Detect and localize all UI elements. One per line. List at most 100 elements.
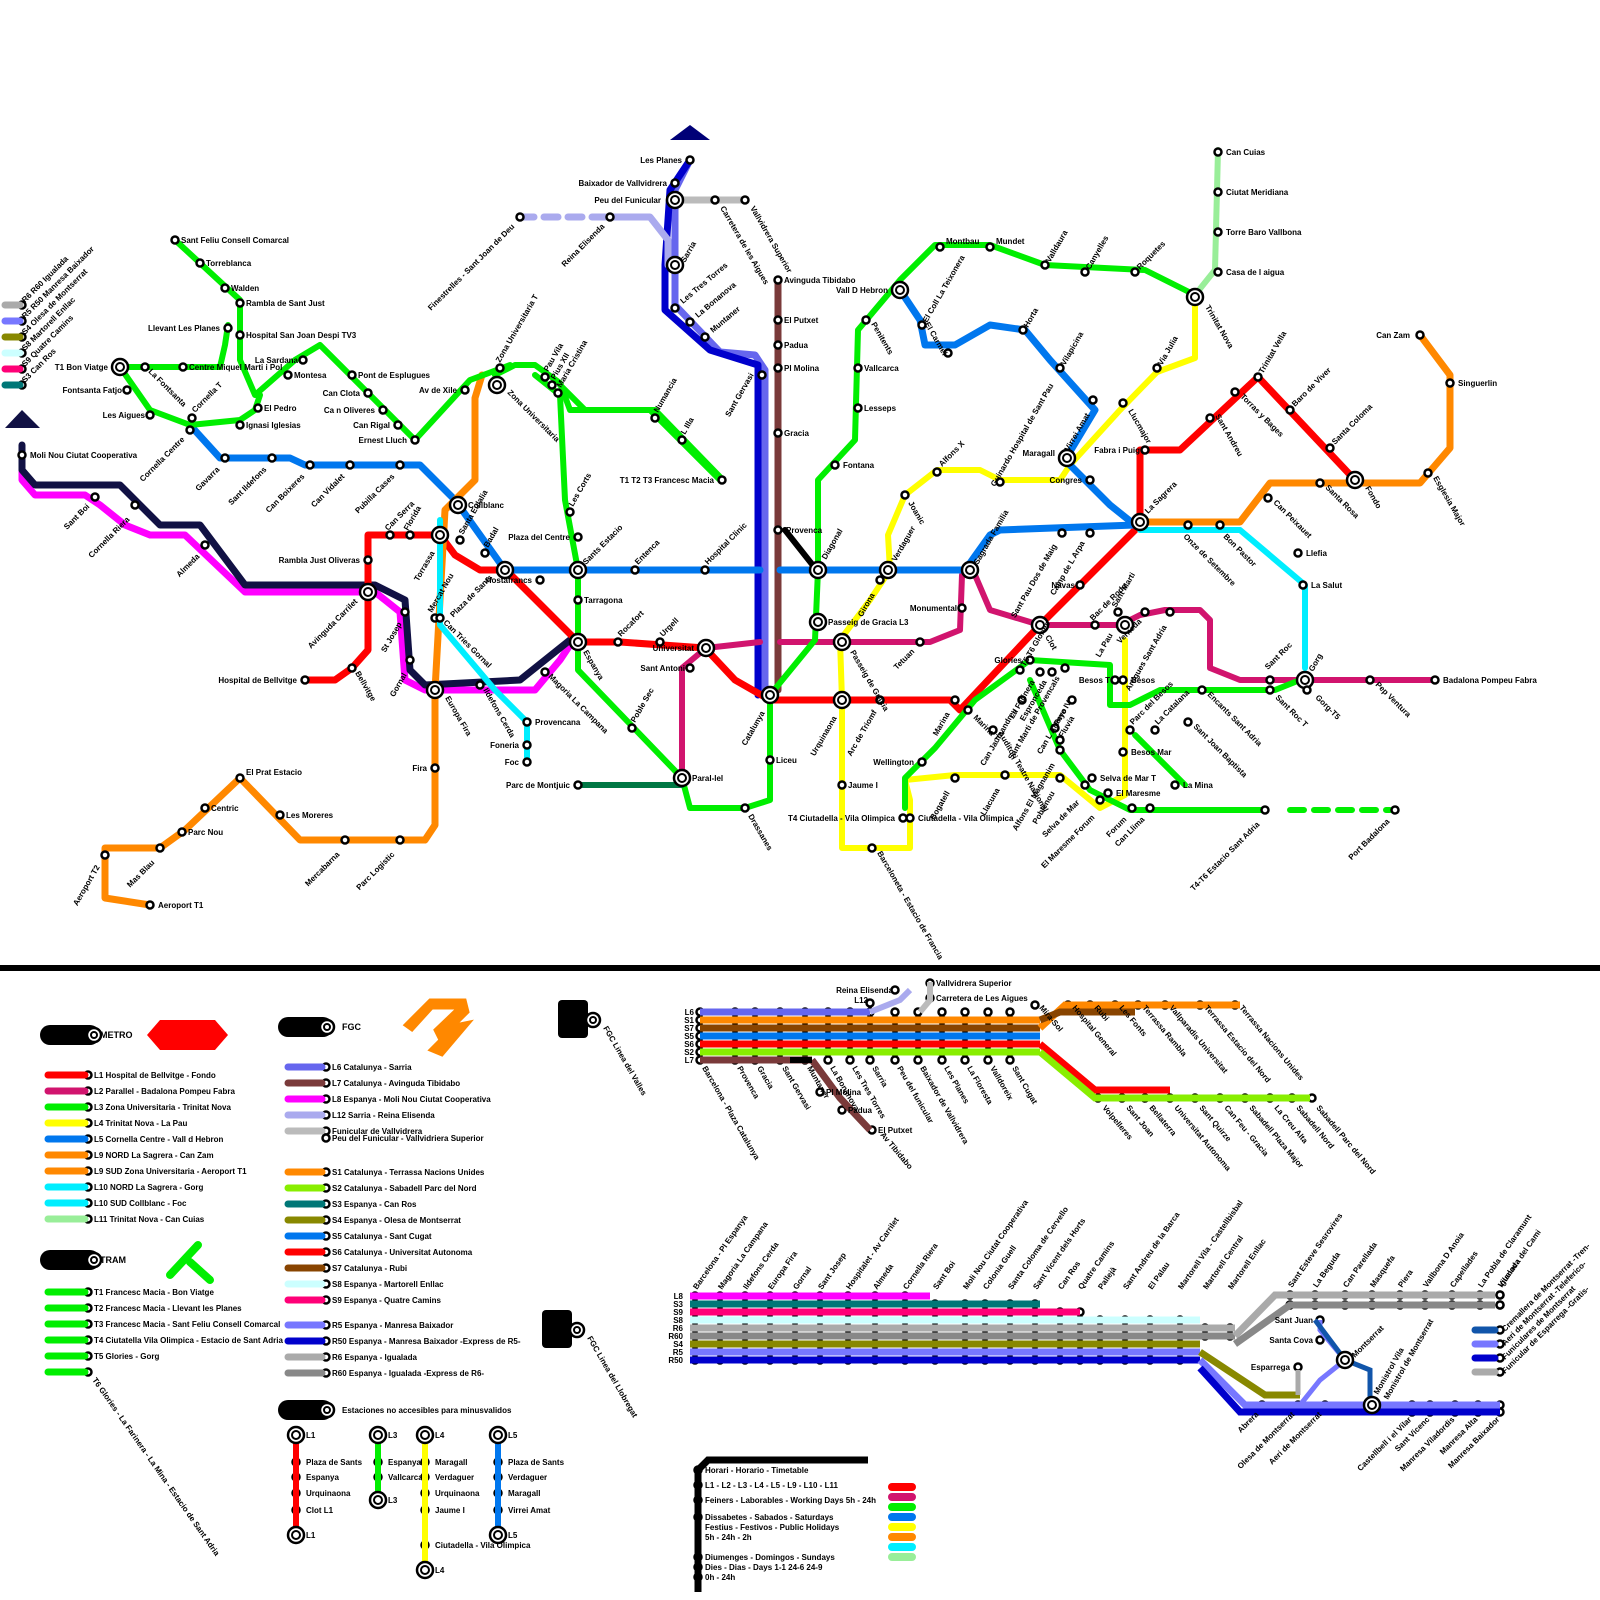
station-jaume-i[interactable] — [839, 782, 846, 789]
station-port-badalona[interactable] — [1392, 807, 1399, 814]
station-verneda[interactable] — [1142, 609, 1149, 616]
station-numancia[interactable] — [652, 415, 659, 422]
station-el-maresme[interactable] — [1105, 790, 1112, 797]
station-bac-roda[interactable] — [1092, 622, 1099, 629]
station-pont-esplugues[interactable] — [349, 372, 356, 379]
station-rambla-just-oliveras[interactable] — [365, 557, 372, 564]
station-sant-boi[interactable] — [92, 494, 99, 501]
station-llefia[interactable] — [1295, 550, 1302, 557]
station-torras-bages[interactable] — [1232, 389, 1239, 396]
station-roquetes[interactable] — [1132, 269, 1139, 276]
station-liceu[interactable] — [767, 757, 774, 764]
station-cornella-centre[interactable] — [187, 427, 194, 434]
station-provencana[interactable] — [524, 719, 531, 726]
station-walden[interactable] — [222, 285, 229, 292]
station-sant-roc-t[interactable] — [1267, 687, 1274, 694]
station-santa-rosa[interactable] — [1317, 480, 1324, 487]
station-pl-molina[interactable] — [775, 365, 782, 372]
station-onze-setembre[interactable] — [1185, 522, 1192, 529]
station-foneria[interactable] — [524, 742, 531, 749]
station-esglesia-major[interactable] — [1425, 470, 1432, 477]
station-artigues[interactable] — [1167, 609, 1174, 616]
station-ciutat-meridiana[interactable] — [1215, 189, 1222, 196]
fgc-valles-stop[interactable] — [1007, 1057, 1014, 1064]
station-montesa[interactable] — [285, 372, 292, 379]
station-santa-coloma[interactable] — [1327, 445, 1334, 452]
station-parc-besos[interactable] — [1127, 727, 1134, 734]
station-virrei-amat[interactable] — [1090, 397, 1097, 404]
station-encants-sant-adria[interactable] — [1199, 687, 1206, 694]
station-t1t2t3-macia[interactable] — [719, 477, 726, 484]
station-casa-aigua[interactable] — [1215, 269, 1222, 276]
station-pau-vila[interactable] — [542, 374, 549, 381]
station-magoria[interactable] — [542, 669, 549, 676]
station-av-xile[interactable] — [462, 387, 469, 394]
station-barceloneta[interactable] — [869, 845, 876, 852]
fgc-llobregat-stop[interactable] — [1295, 1364, 1302, 1371]
station-centre-miquel[interactable] — [180, 364, 187, 371]
station-alfons-x[interactable] — [934, 469, 941, 476]
station-fira[interactable] — [432, 765, 439, 772]
station-trinitat-vella[interactable] — [1255, 374, 1262, 381]
station-vallcarca[interactable] — [855, 365, 862, 372]
station-provenca[interactable] — [775, 527, 782, 534]
station-el-pedro[interactable] — [255, 405, 262, 412]
station-les-tres-torres[interactable] — [672, 305, 679, 312]
station-plaza-centre[interactable] — [575, 534, 582, 541]
station-parc-logistic[interactable] — [397, 837, 404, 844]
station-tarragona[interactable] — [575, 597, 582, 604]
fgc-valles-stop[interactable] — [1007, 1009, 1014, 1016]
station-can-llima[interactable] — [1147, 805, 1154, 812]
fgc-valles-stop[interactable] — [939, 1057, 946, 1064]
station-foc[interactable] — [524, 759, 531, 766]
station-la-catalana[interactable] — [1152, 727, 1159, 734]
station-poblenou[interactable] — [1057, 775, 1064, 782]
station-forum[interactable] — [1129, 805, 1136, 812]
station-gavarra[interactable] — [222, 455, 229, 462]
station-fontana[interactable] — [832, 462, 839, 469]
station-selva-mar[interactable] — [1082, 782, 1089, 789]
station-sant-antoni[interactable] — [687, 665, 694, 672]
station-penitents[interactable] — [863, 317, 870, 324]
fgc-valles-stop[interactable] — [892, 1009, 899, 1016]
station-sant-josep[interactable] — [402, 609, 409, 616]
station-can-boixeres[interactable] — [307, 462, 314, 469]
fgc-valles-stop[interactable] — [985, 1057, 992, 1064]
station-can-peixauet[interactable] — [1265, 495, 1272, 502]
station-rocafort[interactable] — [615, 639, 622, 646]
station-torre-baro[interactable] — [1215, 229, 1222, 236]
station-gorg-t5[interactable] — [1304, 687, 1311, 694]
station-hospital-clinic[interactable] — [702, 567, 709, 574]
station-selva-mar-t[interactable] — [1089, 775, 1096, 782]
station-hospital-bellvitge[interactable] — [302, 677, 309, 684]
station-la-mina[interactable] — [1172, 782, 1179, 789]
station-aeroport-t2[interactable] — [102, 852, 109, 859]
station-tetuan[interactable] — [917, 639, 924, 646]
station-can-zam[interactable] — [1417, 332, 1424, 339]
fgc-legend-dot[interactable] — [323, 1135, 330, 1142]
station-can-tries[interactable] — [437, 615, 444, 622]
station-entenca[interactable] — [632, 567, 639, 574]
station-t4-ciutadella[interactable] — [900, 815, 907, 822]
station-besos[interactable] — [1120, 677, 1127, 684]
fgc-llobregat-stop[interactable] — [1497, 1302, 1504, 1309]
station-cornella-riera[interactable] — [132, 502, 139, 509]
station-sant-marti-prov[interactable] — [1062, 665, 1069, 672]
station-moli-nou[interactable] — [19, 452, 26, 459]
station-el-prat[interactable] — [237, 775, 244, 782]
station-gornal[interactable] — [407, 657, 414, 664]
station-drassanes[interactable] — [742, 805, 749, 812]
station-centric[interactable] — [202, 805, 209, 812]
station-llacuna[interactable] — [1002, 772, 1009, 779]
fgc-valles-stop[interactable] — [847, 1057, 854, 1064]
fgc-valles-stop[interactable] — [892, 1057, 899, 1064]
station-santa-eulalia[interactable] — [457, 537, 464, 544]
station-aeroport-t1[interactable] — [147, 902, 154, 909]
station-monumental[interactable] — [959, 605, 966, 612]
station-gracia[interactable] — [775, 430, 782, 437]
station-ignasi-iglesias[interactable] — [237, 422, 244, 429]
station-bellvitge[interactable] — [349, 665, 356, 672]
station-besos-t[interactable] — [1112, 677, 1119, 684]
station-espronceda[interactable] — [1049, 669, 1056, 676]
station-llucmajor[interactable] — [1120, 400, 1127, 407]
